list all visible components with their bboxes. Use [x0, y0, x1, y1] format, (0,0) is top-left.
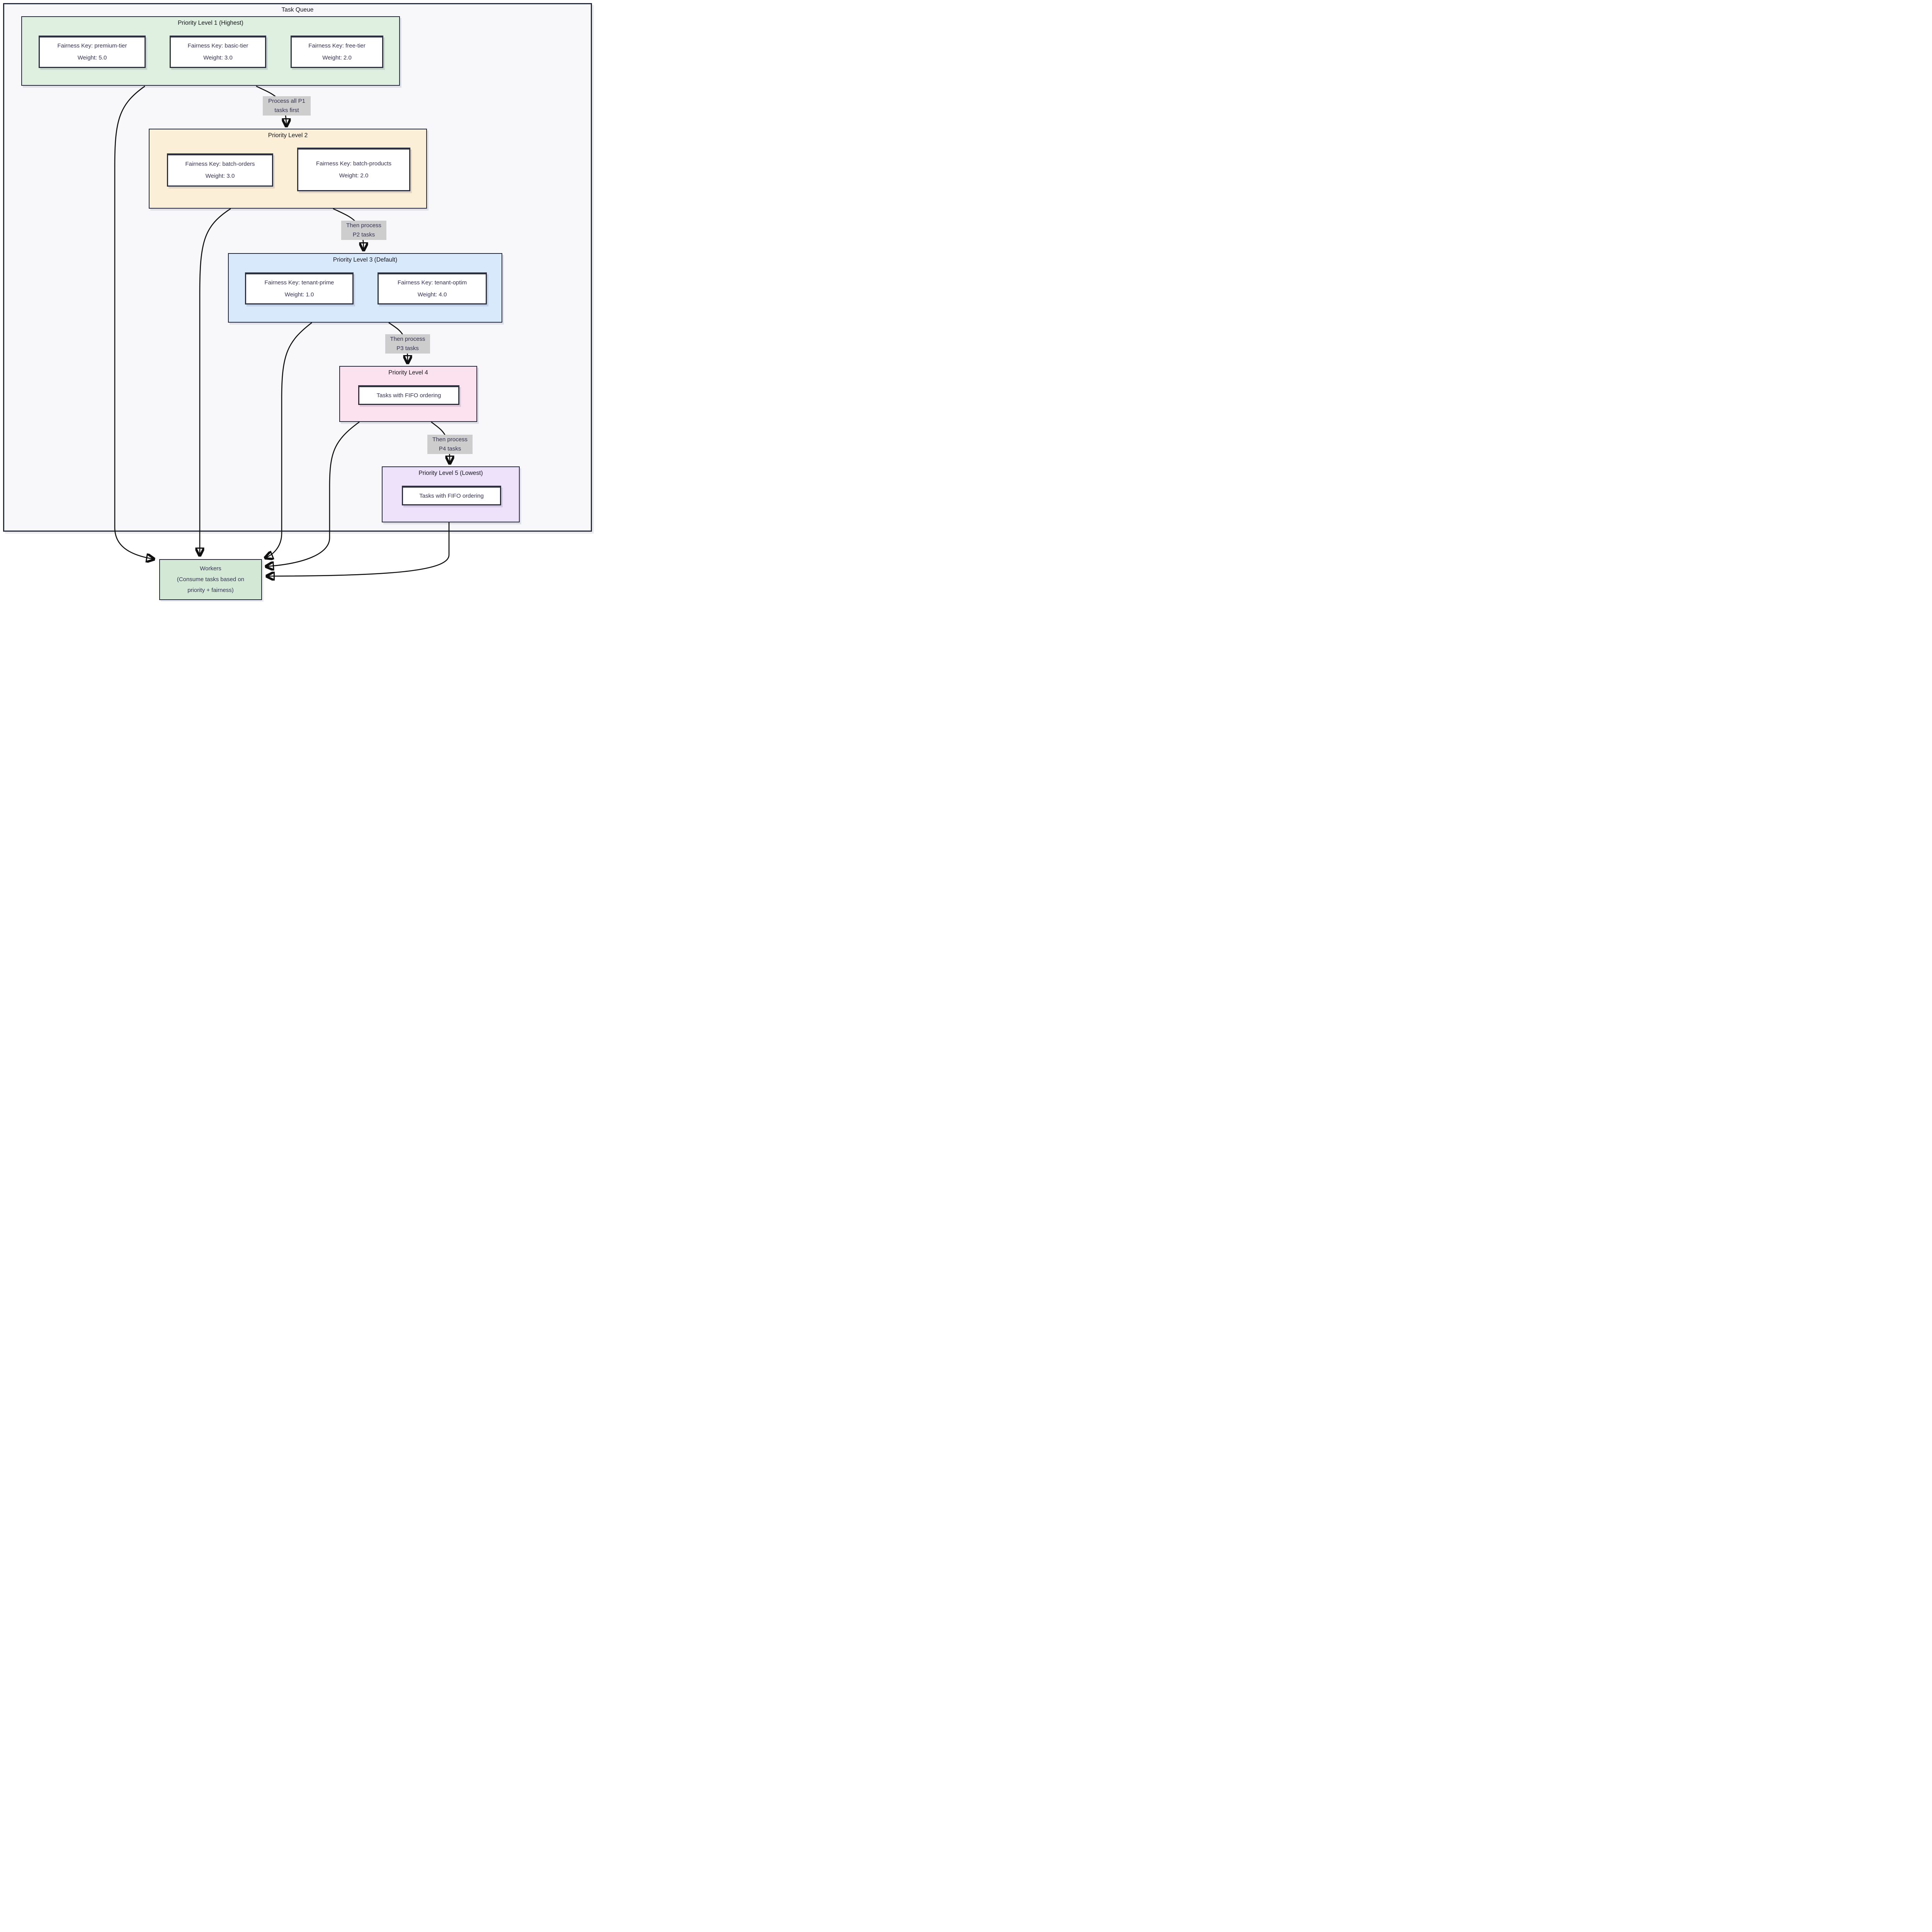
edge-label-line: P2 tasks	[352, 231, 375, 238]
fairness-key-text: Fairness Key: premium-tier	[57, 43, 127, 49]
group-priority-4: Priority Level 4 Tasks with FIFO orderin…	[339, 366, 477, 422]
weight-text: Weight: 5.0	[77, 54, 107, 61]
node-premium-tier: Fairness Key: premium-tier Weight: 5.0	[39, 36, 146, 68]
fairness-key-text: Fairness Key: batch-products	[316, 160, 392, 167]
edge-label-line: Then process	[346, 222, 381, 229]
group-priority-3-title: Priority Level 3 (Default)	[333, 257, 398, 263]
node-tenant-optim: Fairness Key: tenant-optim Weight: 4.0	[378, 272, 487, 304]
weight-text: Weight: 2.0	[339, 172, 369, 179]
workers-line2: (Consume tasks based on	[177, 576, 245, 583]
edge-label-p4-p5: Then process P4 tasks	[427, 435, 473, 454]
task-queue-diagram: Task Queue Priority Level 1 (Highest) Fa…	[0, 0, 596, 603]
weight-text: Weight: 3.0	[205, 173, 235, 179]
edge-label-line: tasks first	[274, 107, 299, 114]
weight-text: Weight: 2.0	[322, 54, 352, 61]
node-workers: Workers (Consume tasks based on priority…	[159, 559, 262, 600]
fairness-key-text: Fairness Key: tenant-optim	[397, 279, 467, 286]
group-priority-1: Priority Level 1 (Highest) Fairness Key:…	[21, 16, 400, 86]
fairness-key-text: Fairness Key: batch-orders	[185, 161, 255, 168]
group-priority-2: Priority Level 2 Fairness Key: batch-ord…	[149, 129, 427, 209]
fairness-key-text: Fairness Key: free-tier	[308, 43, 366, 49]
group-priority-2-title: Priority Level 2	[268, 132, 308, 139]
fifo-text: Tasks with FIFO ordering	[376, 392, 441, 399]
weight-text: Weight: 3.0	[203, 54, 233, 61]
group-priority-1-title: Priority Level 1 (Highest)	[178, 20, 243, 26]
edge-label-line: P4 tasks	[439, 446, 461, 452]
edge-label-line: Then process	[390, 336, 425, 342]
node-basic-tier: Fairness Key: basic-tier Weight: 3.0	[170, 36, 266, 68]
task-queue-title: Task Queue	[281, 7, 314, 13]
edge-label-p1-p2: Process all P1 tasks first	[263, 96, 311, 116]
group-priority-5: Priority Level 5 (Lowest) Tasks with FIF…	[382, 466, 520, 522]
edge-label-line: P3 tasks	[396, 345, 419, 352]
node-tenant-prime: Fairness Key: tenant-prime Weight: 1.0	[245, 272, 354, 304]
edge-label-p3-p4: Then process P3 tasks	[385, 334, 430, 354]
node-p4-fifo: Tasks with FIFO ordering	[358, 385, 459, 405]
fifo-text: Tasks with FIFO ordering	[419, 493, 484, 499]
fairness-key-text: Fairness Key: basic-tier	[187, 43, 248, 49]
group-priority-3: Priority Level 3 (Default) Fairness Key:…	[228, 253, 502, 323]
node-free-tier: Fairness Key: free-tier Weight: 2.0	[291, 36, 383, 68]
node-p5-fifo: Tasks with FIFO ordering	[402, 486, 501, 505]
workers-title: Workers	[200, 565, 221, 572]
edge-label-line: Then process	[432, 436, 468, 443]
fairness-key-text: Fairness Key: tenant-prime	[264, 279, 334, 286]
weight-text: Weight: 1.0	[284, 291, 314, 298]
edge-label-line: Process all P1	[268, 98, 305, 104]
group-priority-4-title: Priority Level 4	[388, 369, 428, 376]
weight-text: Weight: 4.0	[417, 291, 447, 298]
workers-line3: priority + fairness)	[187, 587, 234, 594]
node-batch-orders: Fairness Key: batch-orders Weight: 3.0	[167, 153, 273, 187]
edge-label-p2-p3: Then process P2 tasks	[341, 221, 386, 240]
group-priority-5-title: Priority Level 5 (Lowest)	[418, 470, 483, 476]
node-batch-products: Fairness Key: batch-products Weight: 2.0	[297, 148, 410, 191]
